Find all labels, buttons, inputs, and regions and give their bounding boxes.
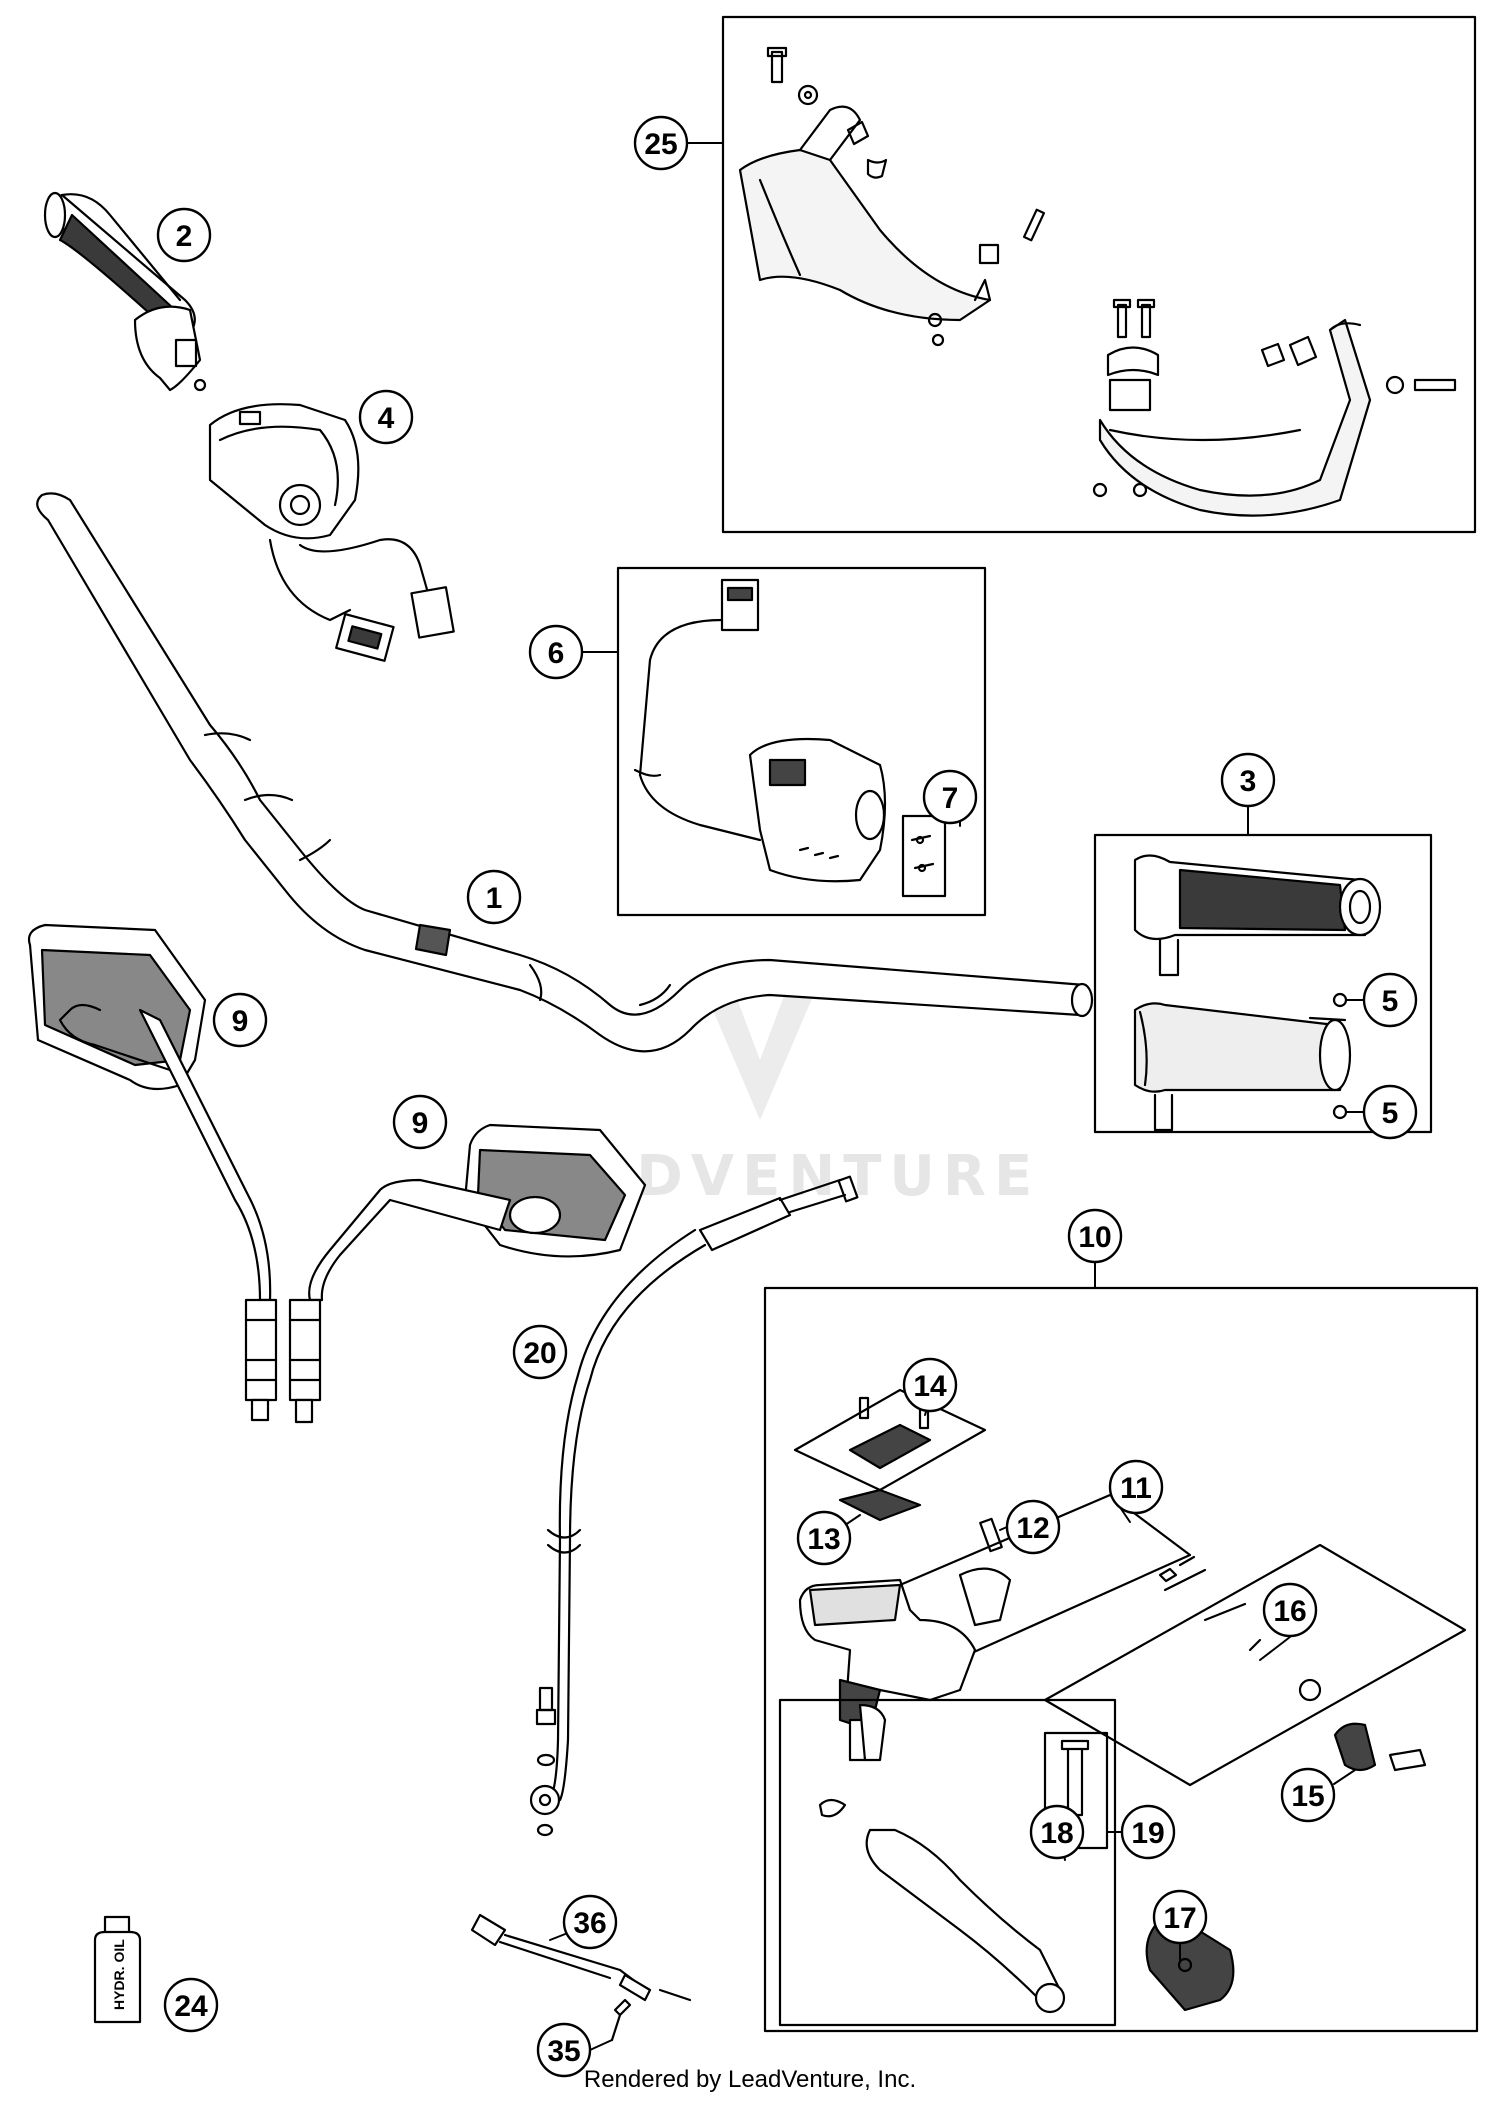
callout-11: 11	[1120, 1472, 1152, 1505]
hand-guard-left	[738, 105, 992, 322]
callout-10: 10	[1078, 1221, 1111, 1254]
reservoir-diaphragm	[838, 1488, 922, 1522]
lever-box	[778, 1698, 1117, 2027]
callout-24: 24	[174, 1990, 208, 2023]
callout-35: 35	[547, 2035, 580, 2068]
left-switch-assembly	[208, 403, 455, 662]
callout-1: 1	[486, 882, 503, 915]
callout-labels: 2 4 1 6 7 3 5 5 9 9 10 11 12 13 14 15 16…	[174, 128, 1398, 2068]
callout-18: 18	[1040, 1817, 1073, 1850]
callout-14: 14	[913, 1370, 947, 1403]
callout-36: 36	[573, 1907, 606, 1940]
brake-light-switch-36	[470, 1913, 692, 2002]
callout-4: 4	[378, 402, 395, 435]
grip-right-lower	[1133, 1002, 1352, 1132]
callout-13: 13	[807, 1523, 840, 1556]
lever-boot-17	[1145, 1918, 1235, 2012]
hand-guard-left-hardware	[766, 46, 1046, 347]
hand-guard-kit-box	[721, 15, 1477, 534]
callout-5-lower: 5	[1382, 1097, 1399, 1130]
reservoir-cover-kit	[793, 1388, 987, 1492]
grip-screw-lower	[1332, 1104, 1348, 1120]
hand-guard-right-hardware	[1092, 298, 1457, 498]
hand-guard-right	[1098, 318, 1372, 517]
callout-9-right: 9	[412, 1107, 429, 1140]
callout-2: 2	[176, 220, 193, 253]
hydraulic-oil-bottle	[93, 1915, 142, 2024]
callout-12: 12	[1016, 1512, 1049, 1545]
handlebar	[36, 492, 1094, 1053]
brake-master-cylinder-box	[763, 1286, 1479, 2033]
callout-9-left: 9	[232, 1005, 249, 1038]
callout-6: 6	[548, 637, 565, 670]
callout-16: 16	[1273, 1595, 1306, 1628]
screw-35	[610, 1998, 632, 2042]
callout-25: 25	[644, 128, 677, 161]
mirror-right	[288, 1123, 647, 1424]
leader-lines	[549, 142, 1371, 2051]
grip-set-box	[1093, 833, 1433, 1134]
footer-credit: Rendered by LeadVenture, Inc.	[583, 2066, 917, 2093]
callout-19: 19	[1131, 1817, 1164, 1850]
brake-lever	[818, 1703, 1066, 2014]
callout-7: 7	[942, 782, 959, 815]
throttle-grip	[43, 191, 207, 392]
callout-circles	[156, 115, 1418, 2078]
grip-screw-upper	[1332, 992, 1348, 1008]
right-switch-box	[616, 566, 987, 917]
master-cylinder-body	[798, 1578, 977, 1732]
callout-20: 20	[523, 1337, 556, 1370]
callout-5-upper: 5	[1382, 985, 1399, 1018]
oil-bottle-label: HYDR. OIL	[111, 1939, 127, 2010]
callout-3: 3	[1240, 765, 1257, 798]
adjuster-knob-15	[1333, 1722, 1427, 1772]
mirror-left	[27, 923, 278, 1422]
right-switch-assembly	[633, 578, 887, 883]
grip-right-upper	[1133, 854, 1382, 977]
brake-hose	[529, 1175, 859, 1837]
callout-15: 15	[1291, 1780, 1324, 1813]
screw-pack-7	[901, 814, 947, 898]
callout-17: 17	[1163, 1902, 1196, 1935]
adjuster-assembly	[1043, 1543, 1467, 1787]
